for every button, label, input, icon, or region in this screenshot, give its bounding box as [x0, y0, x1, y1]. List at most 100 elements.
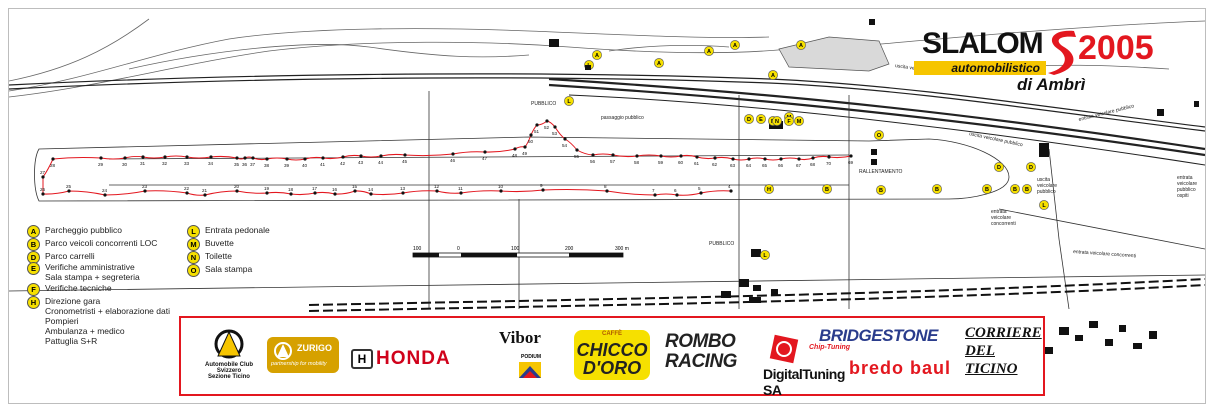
gate-number: 63 [730, 163, 736, 168]
gate-number: 31 [140, 161, 146, 166]
gate-number: 4 [728, 184, 731, 189]
map-marker-code: A [733, 43, 737, 49]
label-passaggio-pubblico: passaggio pubblico [601, 115, 644, 121]
circuit-map: 100 0 100 200 300 m PUBBLICO passaggio p… [9, 18, 1205, 354]
map-marker-code: F [787, 119, 791, 125]
gate-number: 54 [562, 143, 568, 148]
gate-dot [67, 189, 71, 193]
scale-bar: 100 0 100 200 300 m [412, 246, 629, 258]
gate-number: 18 [288, 187, 294, 192]
gate-dot [333, 192, 337, 196]
gate-number: 65 [762, 163, 768, 168]
gate-dot [285, 157, 289, 161]
gate-number: 58 [634, 160, 640, 165]
gate-number: 36 [242, 162, 248, 167]
gate-dot [605, 189, 609, 193]
gate-dot [203, 193, 207, 197]
corriere-line2: DEL [965, 343, 995, 359]
gate-dot [729, 189, 733, 193]
legend-text: Parcheggio pubblico [45, 225, 123, 235]
gate-dot [541, 188, 545, 192]
gate-number: 30 [122, 162, 128, 167]
map-marker-icon [784, 116, 794, 126]
map-marker-icon [764, 184, 774, 194]
gate-dot [41, 192, 45, 196]
slalom-s-logo-icon [1048, 30, 1076, 75]
legend-marker-icon: M [187, 238, 200, 251]
gate-dot [353, 189, 357, 193]
gate-dot [675, 193, 679, 197]
bredo-baul-logo: bredo baul [849, 358, 952, 378]
gate-dot [827, 155, 831, 159]
map-marker-code: E [759, 117, 763, 123]
digital-tuning-emblem-icon [769, 334, 799, 364]
gate-number: 55 [574, 154, 580, 159]
legend-text: Entrata pedonale [205, 225, 270, 235]
title-year: 2005 [1078, 29, 1154, 67]
gate-dot [611, 153, 615, 157]
map-marker-code: D [1029, 165, 1033, 171]
gate-dot [523, 145, 527, 149]
legend-item: A Parcheggio pubblico [27, 225, 122, 238]
map-marker-icon [822, 184, 832, 194]
map-marker-code: L [1042, 203, 1046, 209]
gate-number: 11 [458, 186, 463, 191]
gate-dot [313, 191, 317, 195]
gate-dot [359, 154, 363, 158]
gate-dot [763, 157, 767, 161]
vibor-emblem-icon [519, 362, 541, 378]
scale-tick: 100 [511, 246, 520, 252]
legend-marker-icon: A [27, 225, 40, 238]
gate-number: 68 [810, 162, 816, 167]
gate-number: 26 [40, 187, 46, 192]
gate-dot [545, 119, 549, 123]
gate-number: 23 [142, 184, 148, 189]
gate-dot [123, 156, 127, 160]
gate-number: 20 [234, 184, 240, 189]
gate-number: 40 [302, 163, 308, 168]
gate-number: 59 [658, 160, 664, 165]
gate-number: 69 [848, 160, 854, 165]
vibor-name: Vibor [499, 328, 541, 347]
map-marker-icon [1022, 184, 1032, 194]
rombo-line1: ROMBO [665, 331, 736, 352]
legend-marker-icon: H [27, 296, 40, 309]
chip-tuning: Chip-Tuning [809, 344, 851, 351]
gate-dot [535, 123, 539, 127]
gate-dot [679, 154, 683, 158]
gate-number: 62 [712, 162, 718, 167]
gate-number: 14 [368, 187, 374, 192]
gate-number: 21 [202, 188, 208, 193]
gate-number: 51 [534, 129, 540, 134]
gate-dot [163, 155, 167, 159]
map-marker-icon [592, 50, 602, 60]
gate-number: 45 [402, 159, 408, 164]
aci-section: Sezione Ticino [208, 374, 250, 380]
gate-dot [713, 156, 717, 160]
map-marker-icon [730, 40, 740, 50]
route-gates: 6970686766656463626160595857565554535251… [40, 119, 854, 197]
chicco-line1: CHICCO [576, 340, 648, 360]
gate-number: 17 [312, 186, 318, 191]
gate-dot [403, 153, 407, 157]
gate-dot [141, 155, 145, 159]
legend-text: Toilette [205, 251, 232, 261]
map-marker-icon [1039, 200, 1049, 210]
gate-number: 19 [264, 186, 270, 191]
zurigo-wheel-icon [274, 342, 292, 360]
gate-dot [635, 154, 639, 158]
map-marker-code: L [763, 253, 767, 259]
map-marker-code: O [877, 133, 882, 139]
gate-dot [289, 192, 293, 196]
map-marker-code: B [985, 187, 989, 193]
label-pubblico: PUBBLICO [531, 101, 556, 107]
legend-marker-icon: N [187, 251, 200, 264]
gate-number: 43 [358, 160, 364, 165]
